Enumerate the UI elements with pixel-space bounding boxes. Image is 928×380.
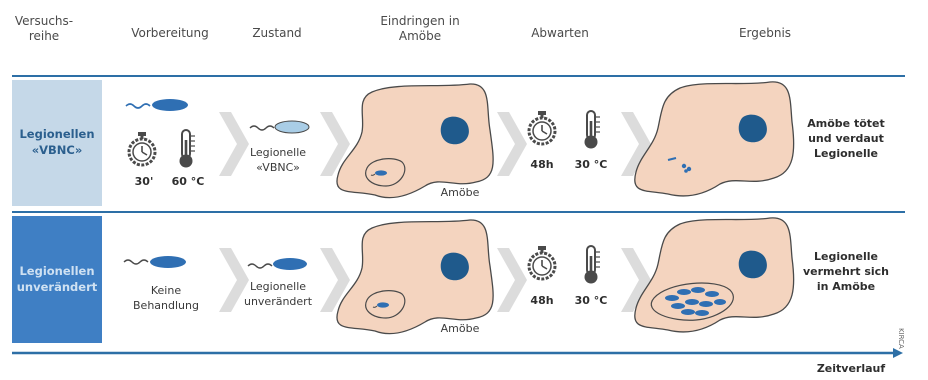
row1-result-text: Amöbe tötet und verdaut Legionelle [796,117,896,162]
row2-wait-temp: 30 °C [566,294,616,309]
row2-bacterium-icon [124,256,186,268]
row1-prep-temp: 60 °C [163,175,213,190]
row1-thermometer-icon [180,130,196,168]
row1-result-nucleus [739,115,767,143]
row1-bacterium-icon [126,99,188,111]
row2-result-text: Legionelle vermehrt sich in Amöbe [796,250,896,295]
row1-wait-time: 48h [522,158,562,173]
row2-result-amoeba-icon [635,218,794,332]
row1-state-text: Legionelle «VBNC» [236,146,320,176]
row2-nucleus [441,253,469,281]
row2-wait-time: 48h [522,294,562,309]
row1-wait-stopwatch-icon [529,111,555,144]
row1-amoeba-label: Amöbe [425,186,495,201]
row2-prep-text: Keine Behandlung [116,284,216,314]
row1-vbnc-bacterium-icon [250,121,309,133]
row2-wait-stopwatch-icon [529,246,555,279]
timeline-arrow [12,348,903,358]
row1-amoeba-icon [337,84,493,198]
row2-state-bacterium-icon [248,258,307,270]
row1-nucleus [441,117,469,145]
row1-stopwatch-icon [129,132,155,165]
row2-amoeba-label: Amöbe [425,322,495,337]
row2-result-nucleus [739,251,767,279]
row1-prep-time: 30' [124,175,164,190]
row1-wait-thermometer-icon [585,111,601,149]
row2-state-text: Legionelle unverändert [232,280,324,310]
row1-result-amoeba-icon [635,82,794,196]
image-credit: KIRCA [897,328,905,349]
row2-amoeba-icon [337,220,493,334]
row2-wait-thermometer-icon [585,246,601,284]
timeline-label: Zeitverlauf [806,362,896,377]
row1-wait-temp: 30 °C [566,158,616,173]
